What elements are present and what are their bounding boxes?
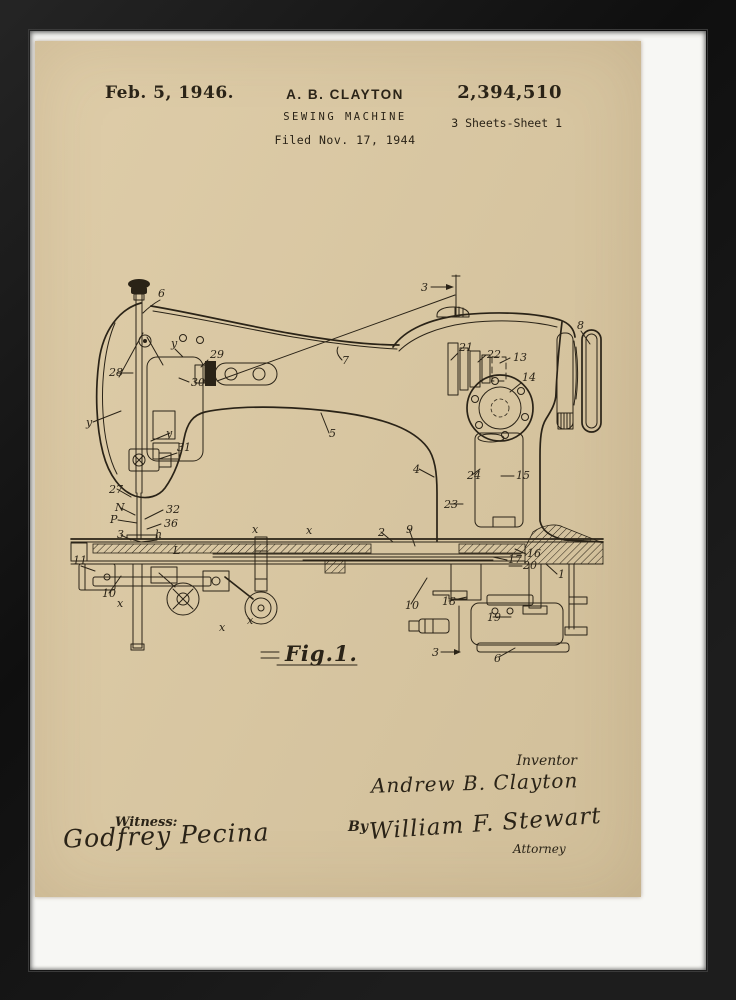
- ref-label-23: 23: [443, 498, 458, 511]
- frame-inner-edge: [28, 29, 708, 972]
- ref-label-24: 24: [466, 469, 481, 482]
- lower-bracket-assembly: [408, 563, 588, 653]
- ref-label-x: x: [306, 524, 313, 537]
- ref-label-h: h: [155, 528, 162, 541]
- ref-label-17: 17: [508, 553, 522, 566]
- sheet-info: 3 Sheets-Sheet 1: [451, 116, 562, 130]
- inventor-signature: Andrew B. Clayton: [370, 768, 579, 798]
- ref-label-27: 27: [108, 483, 123, 496]
- ref-label-P: P: [109, 513, 118, 526]
- figure-caption: Fig.1.: [260, 641, 358, 666]
- patent-sheet: Feb. 5, 1946. A. B. CLAYTON SEWING MACHI…: [35, 41, 641, 897]
- ref-label-11: 11: [73, 554, 87, 567]
- attorney-signature: William F. Stewart: [368, 802, 603, 846]
- by-label: By: [348, 819, 368, 835]
- ref-label-3: 3: [421, 281, 428, 294]
- ref-label-21: 21: [458, 341, 473, 354]
- ref-label-32: 32: [166, 503, 180, 516]
- ref-label-x: x: [219, 621, 226, 634]
- ref-label-y: y: [85, 416, 93, 429]
- patent-date: Feb. 5, 1946.: [105, 83, 235, 103]
- ref-label-6: 6: [494, 652, 501, 665]
- ref-label-20: 20: [522, 559, 537, 572]
- filed-date: Filed Nov. 17, 1944: [274, 133, 416, 147]
- ref-label-10: 10: [405, 599, 419, 612]
- machine-bed: [70, 524, 604, 574]
- ref-label-1: 1: [558, 568, 565, 581]
- ref-label-3: 3: [117, 528, 124, 541]
- inventor-heading: Inventor: [516, 753, 577, 769]
- ref-label-15: 15: [516, 469, 530, 482]
- witness-heading: Witness:: [115, 815, 178, 830]
- ref-label-N: N: [114, 501, 125, 514]
- patent-drawing: 6y292830yy3127NP32363hL57321221381424152…: [70, 274, 604, 666]
- ref-label-29: 29: [209, 348, 224, 361]
- ref-label-16: 16: [527, 547, 541, 560]
- ref-label-y: y: [170, 337, 178, 350]
- section-line: [430, 274, 461, 655]
- patent-number: 2,394,510: [457, 82, 562, 103]
- ref-label-36: 36: [164, 517, 178, 530]
- ref-label-31: 31: [177, 441, 191, 454]
- header-right: 2,394,510 3 Sheets-Sheet 1: [392, 82, 562, 130]
- machine-body: [95, 302, 604, 543]
- ref-label-4: 4: [412, 463, 420, 476]
- figure-caption-text: Fig.1.: [284, 641, 358, 666]
- needle-head: [118, 279, 456, 543]
- ref-label-8: 8: [577, 319, 584, 332]
- ref-label-5: 5: [329, 427, 336, 440]
- ref-label-13: 13: [513, 351, 527, 364]
- ref-label-14: 14: [522, 371, 536, 384]
- ref-label-y: y: [165, 427, 173, 440]
- ref-label-L: L: [172, 544, 180, 557]
- witness-signature: Godfrey Pecina: [62, 817, 271, 854]
- ref-label-28: 28: [108, 366, 123, 379]
- ref-label-x: x: [117, 597, 124, 610]
- ref-label-3: 3: [432, 646, 439, 659]
- ref-label-7: 7: [342, 354, 349, 367]
- bearing-flange: [465, 373, 535, 443]
- handwheel: [556, 329, 602, 433]
- feed-mechanism: [78, 536, 278, 651]
- ref-label-30: 30: [191, 376, 205, 389]
- ref-label-x: x: [247, 614, 254, 627]
- ref-label-x: x: [252, 523, 259, 536]
- ref-label-6: 6: [158, 287, 165, 300]
- header-center: A. B. CLAYTON SEWING MACHINE Filed Nov. …: [235, 87, 455, 147]
- invention-title: SEWING MACHINE: [283, 111, 407, 123]
- ref-label-22: 22: [486, 348, 501, 361]
- leader-lines: [80, 299, 591, 658]
- ref-label-10: 10: [102, 587, 116, 600]
- ref-label-19: 19: [487, 611, 501, 624]
- attorney-heading: Attorney: [513, 842, 566, 856]
- ref-label-18: 18: [442, 595, 456, 608]
- inventor-name: A. B. CLAYTON: [286, 87, 404, 102]
- ref-label-9: 9: [406, 523, 413, 536]
- ref-label-2: 2: [377, 526, 385, 539]
